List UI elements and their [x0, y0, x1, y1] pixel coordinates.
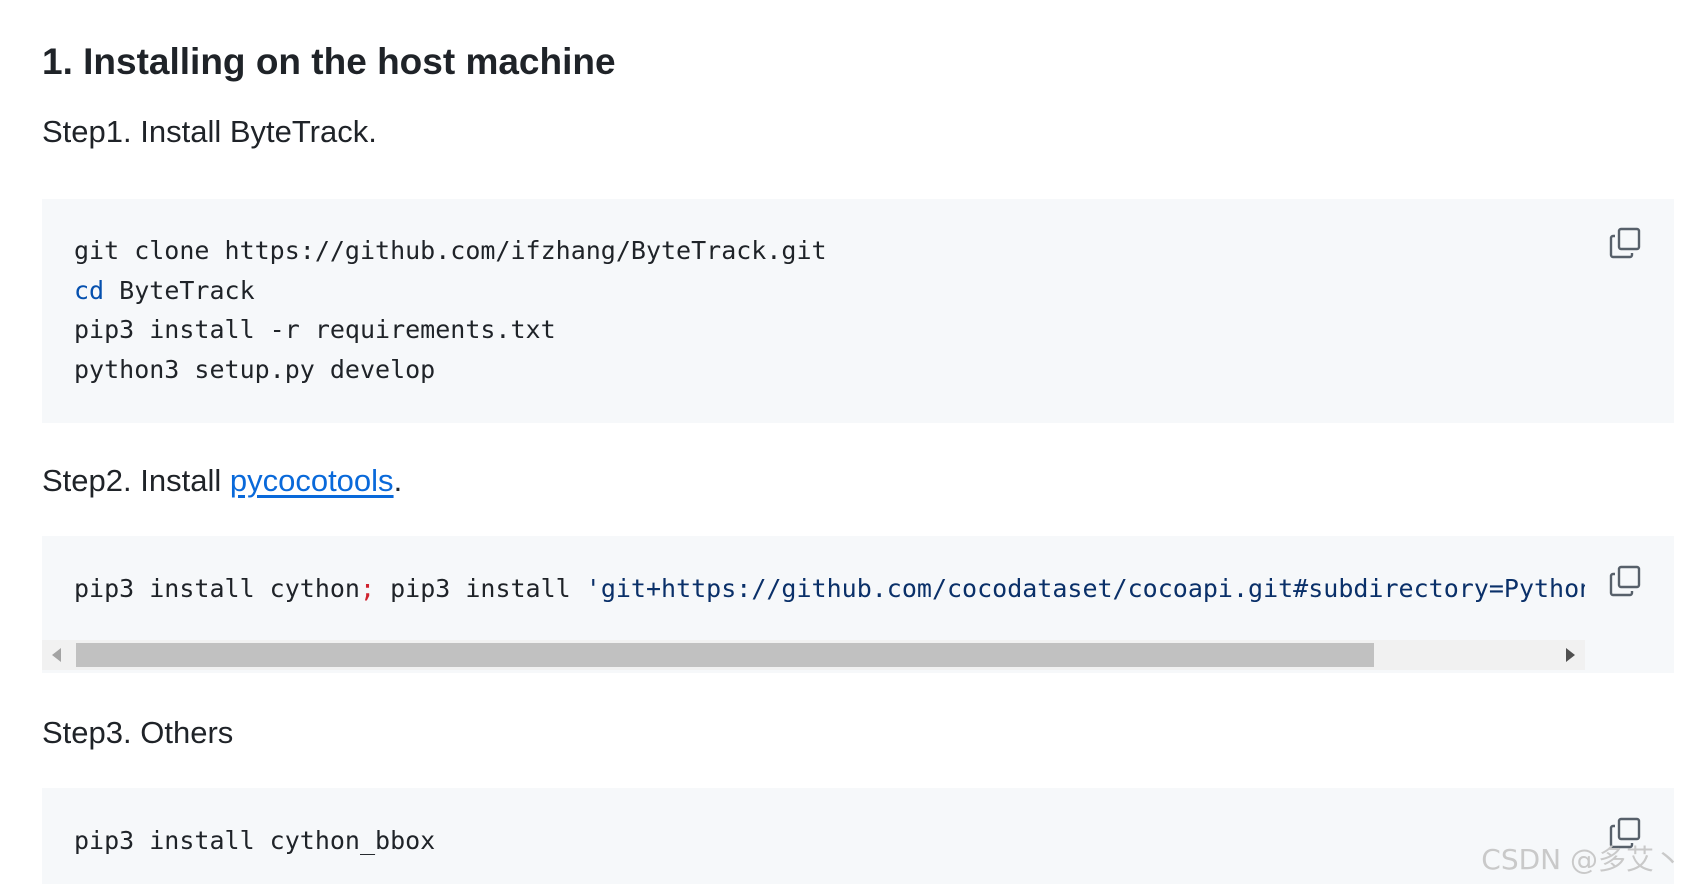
code-line: git clone https://github.com/ifzhang/Byt…: [74, 231, 827, 271]
step1-label: Step1. Install ByteTrack.: [42, 114, 377, 149]
step2-label-suffix: .: [393, 463, 403, 498]
code-token: git clone https://github.com/ifzhang/Byt…: [74, 236, 827, 265]
code-block-step3: pip3 install cython_bbox: [42, 788, 1674, 884]
copy-button-step1[interactable]: [1608, 226, 1642, 260]
code-step2[interactable]: pip3 install cython; pip3 install 'git+h…: [74, 569, 1585, 609]
copy-button-step3[interactable]: [1608, 816, 1642, 850]
code-line: pip3 install cython_bbox: [74, 821, 435, 861]
code-step1[interactable]: git clone https://github.com/ifzhang/Byt…: [74, 231, 827, 389]
csdn-watermark: CSDN @多艾丶: [1481, 843, 1682, 876]
step2-label-prefix: Step2. Install: [42, 463, 230, 498]
code-line: cd ByteTrack: [74, 271, 827, 311]
code-token: pip3 install -r requirements.txt: [74, 315, 556, 344]
code-line: pip3 install cython; pip3 install 'git+h…: [74, 569, 1585, 609]
code-block-step2: pip3 install cython; pip3 install 'git+h…: [42, 536, 1674, 673]
code-token: ;: [359, 574, 376, 603]
code-token: pip3 install cython_bbox: [74, 826, 436, 855]
code-line: python3 setup.py develop: [74, 350, 827, 390]
code-token: python3 setup.py develop: [74, 354, 436, 384]
step3-label: Step3. Others: [42, 715, 234, 750]
copy-icon: [1609, 565, 1641, 597]
code-token: 'git+https://github.com/cocodataset/coco…: [585, 574, 1585, 603]
copy-button-step2[interactable]: [1608, 564, 1642, 598]
scroll-left-arrow-icon[interactable]: [52, 648, 61, 662]
code-line: pip3 install -r requirements.txt: [74, 310, 827, 350]
copy-icon: [1609, 817, 1641, 849]
step2-label: Step2. Install pycocotools.: [42, 461, 402, 501]
scroll-right-arrow-icon[interactable]: [1566, 648, 1575, 662]
copy-icon: [1609, 227, 1641, 259]
code-token: ByteTrack: [104, 275, 255, 305]
code-step3[interactable]: pip3 install cython_bbox: [74, 821, 435, 861]
horizontal-scrollbar[interactable]: [42, 640, 1585, 670]
code-token: pip3 install cython: [74, 574, 360, 603]
code-scroll-viewport[interactable]: pip3 install cython; pip3 install 'git+h…: [42, 536, 1585, 636]
pycocotools-link[interactable]: pycocotools: [229, 463, 394, 498]
scrollbar-thumb[interactable]: [76, 643, 1374, 667]
page-heading: 1. Installing on the host machine: [42, 41, 616, 82]
code-block-step1: git clone https://github.com/ifzhang/Byt…: [42, 199, 1674, 423]
code-token: cd: [74, 275, 105, 305]
code-token: pip3 install: [375, 574, 586, 603]
